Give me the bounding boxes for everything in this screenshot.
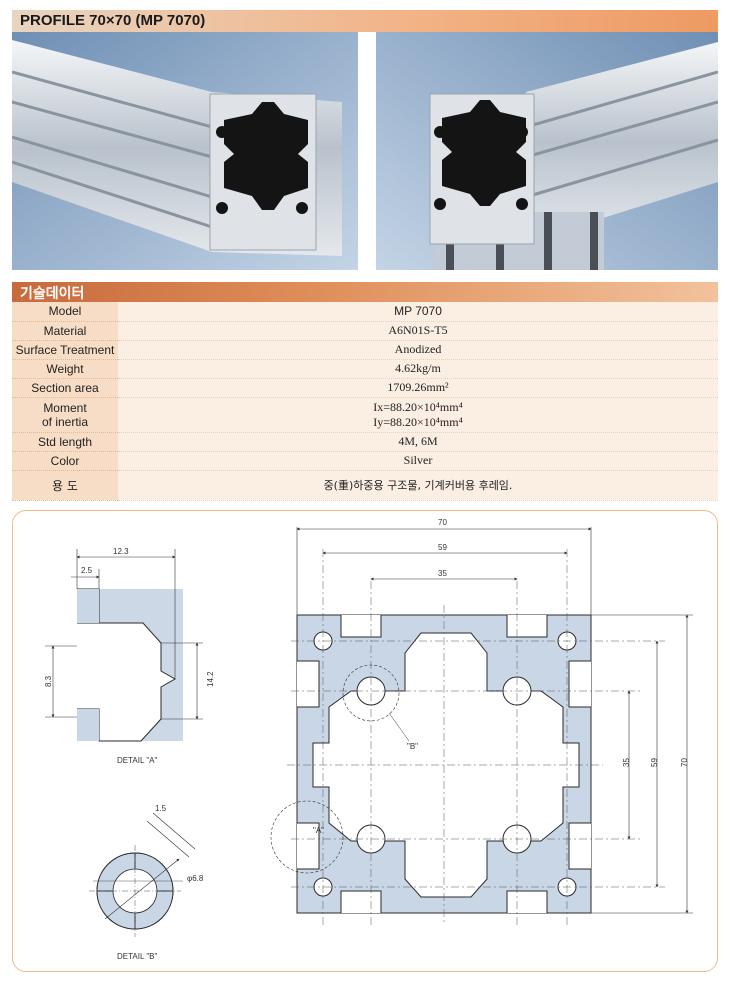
spec-value: 4M, 6M: [118, 432, 718, 452]
technical-drawing: 12.3 2.5 8.3 14.2 DETAIL "A" 1.5 φ6.8 DE…: [12, 510, 718, 972]
header-bar: PROFILE 70×70 (MP 7070): [12, 10, 718, 32]
table-row: Moment of inertia Ix=88.20×10⁴mm⁴ Iy=88.…: [12, 397, 718, 433]
spec-value: MP 7070: [118, 302, 718, 322]
detail-a-drawing: 12.3 2.5 8.3 14.2 DETAIL "A": [44, 547, 215, 765]
detail-b-caption: DETAIL "B": [117, 952, 158, 961]
detail-a-caption: DETAIL "A": [117, 756, 158, 765]
spec-label: Section area: [12, 378, 118, 398]
dim-12-3: 12.3: [113, 547, 129, 556]
table-row: Surface Treatment Anodized: [12, 340, 718, 360]
table-row: Std length 4M, 6M: [12, 432, 718, 452]
label-b: "B": [407, 742, 418, 751]
spec-label: Moment of inertia: [12, 397, 118, 433]
table-row: Section area 1709.26mm²: [12, 378, 718, 398]
tech-data-header: 기술데이터: [12, 282, 718, 302]
spec-label: Material: [12, 321, 118, 341]
spec-table: Model MP 7070 Material A6N01S-T5 Surface…: [12, 302, 718, 501]
dim-14-2: 14.2: [206, 671, 215, 687]
table-row: 용 도 중(重)하중용 구조물, 기계커버용 후레임.: [12, 470, 718, 501]
spec-label: Surface Treatment: [12, 340, 118, 360]
drawing-svg: 12.3 2.5 8.3 14.2 DETAIL "A" 1.5 φ6.8 DE…: [44, 518, 693, 961]
spec-value: 4.62kg/m: [118, 359, 718, 379]
detail-b-drawing: 1.5 φ6.8 DETAIL "B": [89, 804, 204, 961]
dim-2-5: 2.5: [81, 566, 93, 575]
spec-label-line: Moment: [43, 400, 87, 415]
spec-label-line: of inertia: [41, 414, 89, 429]
spec-value: 중(重)하중용 구조물, 기계커버용 후레임.: [118, 470, 718, 501]
page-title: PROFILE 70×70 (MP 7070): [20, 12, 206, 29]
spec-value: Anodized: [118, 340, 718, 360]
table-row: Model MP 7070: [12, 302, 718, 322]
dim-59-side: 59: [650, 758, 659, 767]
spec-value: 1709.26mm²: [118, 378, 718, 398]
label-a: "A": [313, 826, 324, 835]
spec-label: Std length: [12, 432, 118, 452]
dim-6-8: φ6.8: [187, 874, 204, 883]
profile-photo-left: [12, 32, 358, 270]
spec-label: Model: [12, 302, 118, 322]
spec-label: 용 도: [12, 470, 118, 501]
spec-value: A6N01S-T5: [118, 321, 718, 341]
dim-35-top: 35: [438, 569, 447, 578]
dimensions: 70 59 35 70 59 35: [296, 518, 693, 914]
table-row: Material A6N01S-T5: [12, 321, 718, 341]
table-row: Color Silver: [12, 451, 718, 471]
dim-70-top: 70: [438, 518, 447, 527]
table-row: Weight 4.62kg/m: [12, 359, 718, 379]
profile-cross-section: "B" "A": [270, 549, 665, 925]
dim-8-3: 8.3: [44, 675, 53, 687]
spec-value: Silver: [118, 451, 718, 471]
profile-photo-right: [376, 32, 718, 270]
spec-value-line: Ix=88.20×10⁴mm⁴: [373, 399, 463, 414]
tech-data-title: 기술데이터: [20, 286, 85, 302]
spec-label: Weight: [12, 359, 118, 379]
dim-59-top: 59: [438, 543, 447, 552]
dim-35-side: 35: [622, 758, 631, 767]
spec-value: Ix=88.20×10⁴mm⁴ Iy=88.20×10⁴mm⁴: [118, 397, 718, 433]
spec-label: Color: [12, 451, 118, 471]
dim-70-side: 70: [680, 758, 689, 767]
spec-value-line: Iy=88.20×10⁴mm⁴: [373, 414, 463, 429]
dim-1-5: 1.5: [155, 804, 167, 813]
